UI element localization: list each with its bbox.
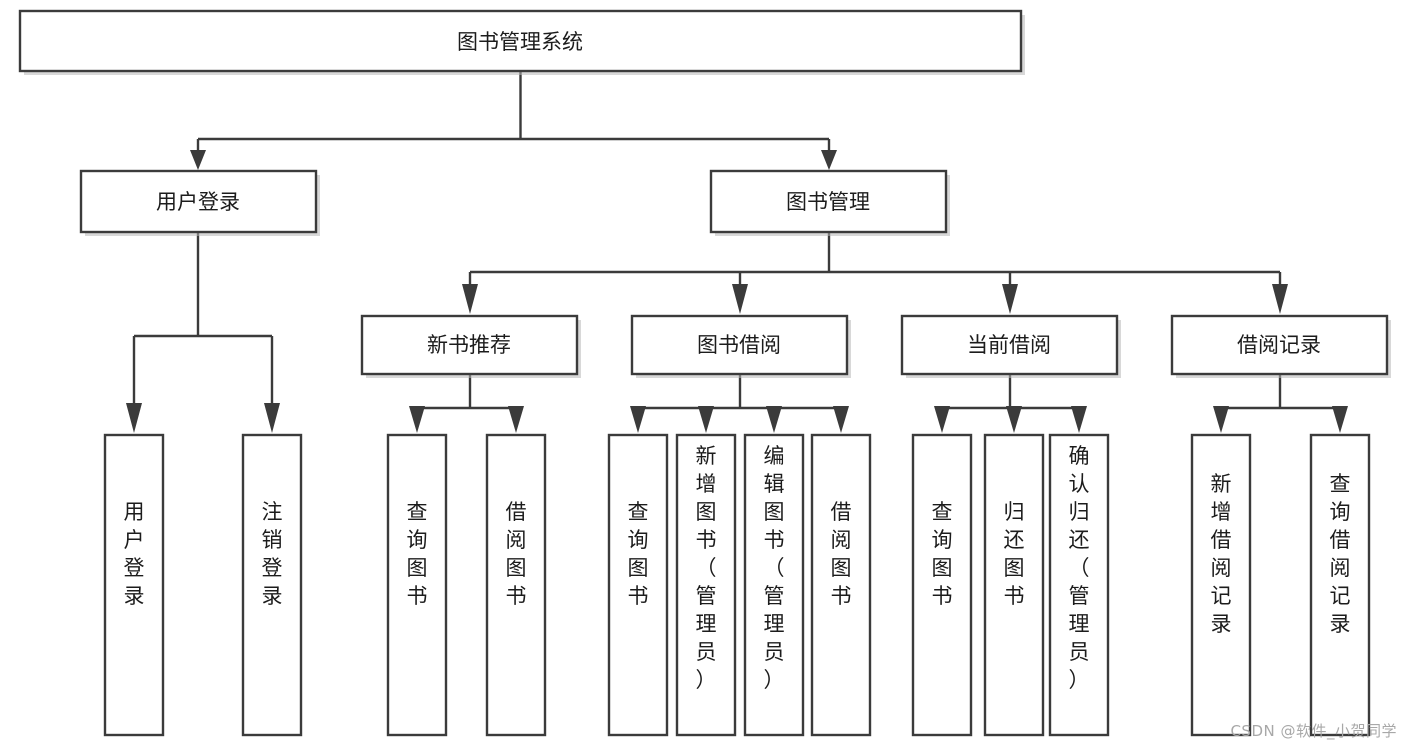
- nodes-group: 图书管理系统 用户登录 图书管理 新书推荐 图书: [18, 9, 1391, 737]
- arrowhead-user-login: [190, 150, 206, 170]
- leaf-user-login-box: [103, 433, 165, 737]
- leaf-query-book-2-box: [607, 433, 669, 737]
- leaf-edit-book-box: [743, 433, 805, 737]
- arrowhead-leaf-add-book: [698, 406, 714, 433]
- root-box: [18, 9, 1023, 73]
- csdn-watermark: CSDN @软件_小贺同学: [1230, 722, 1397, 740]
- current-borrow-box: [900, 314, 1119, 376]
- new-book-rec-label: 新书推荐: [427, 333, 511, 357]
- current-borrow-label: 当前借阅: [967, 333, 1051, 357]
- arrowhead-borrowrecord: [1272, 284, 1288, 314]
- leaf-confirm-return-label: 确认归还（管理员）: [1069, 444, 1090, 692]
- arrowhead-currentborrow: [1002, 284, 1018, 314]
- node-root[interactable]: 图书管理系统: [18, 9, 1025, 75]
- arrowhead-leaf-user-login: [126, 403, 142, 433]
- arrowhead-leaf-query-record: [1332, 406, 1348, 433]
- node-book-borrow[interactable]: 图书借阅: [630, 314, 851, 378]
- arrowhead-leaf-query-book-3: [934, 406, 950, 433]
- arrowhead-newbook: [462, 284, 478, 314]
- node-leaf-user-login[interactable]: 用户登录: [103, 433, 165, 737]
- borrow-record-box: [1170, 314, 1389, 376]
- arrowhead-bookborrow: [732, 284, 748, 314]
- node-new-book-rec[interactable]: 新书推荐: [360, 314, 581, 378]
- leaf-user-logout-label: 注销登录: [262, 500, 283, 608]
- arrowhead-leaf-return-book: [1006, 406, 1022, 433]
- node-leaf-confirm-return[interactable]: 确认归还（管理员）: [1048, 433, 1110, 737]
- node-current-borrow[interactable]: 当前借阅: [900, 314, 1121, 378]
- new-book-rec-box: [360, 314, 579, 376]
- leaf-query-record-label: 查询借阅记录: [1330, 472, 1351, 636]
- leaf-add-book-box: [675, 433, 737, 737]
- node-leaf-query-record[interactable]: 查询借阅记录: [1309, 433, 1371, 737]
- arrowhead-leaf-confirm-return: [1071, 406, 1087, 433]
- node-leaf-add-record[interactable]: 新增借阅记录: [1190, 433, 1252, 737]
- leaf-query-book-1-box: [386, 433, 448, 737]
- arrowhead-book-manage: [821, 150, 837, 170]
- leaf-return-book-box: [983, 433, 1045, 737]
- arrowhead-leaf-query-book-2: [630, 406, 646, 433]
- leaf-user-logout-box: [241, 433, 303, 737]
- edges-group: [126, 71, 1348, 433]
- user-login-box: [79, 169, 318, 234]
- node-leaf-return-book[interactable]: 归还图书: [983, 433, 1045, 737]
- node-leaf-query-book-1[interactable]: 查询图书: [386, 433, 448, 737]
- root-label: 图书管理系统: [457, 30, 583, 54]
- arrowhead-leaf-borrow-book-2: [833, 406, 849, 433]
- node-user-login[interactable]: 用户登录: [79, 169, 320, 236]
- leaf-query-book-3-label: 查询图书: [932, 500, 953, 608]
- node-leaf-user-logout[interactable]: 注销登录: [241, 433, 303, 737]
- arrowhead-leaf-add-record: [1213, 406, 1229, 433]
- leaf-add-record-box: [1190, 433, 1252, 737]
- leaf-edit-book-label: 编辑图书（管理员）: [764, 444, 785, 692]
- node-leaf-edit-book[interactable]: 编辑图书（管理员）: [743, 433, 805, 737]
- leaf-query-book-2-label: 查询图书: [628, 500, 649, 608]
- leaf-borrow-book-2-box: [810, 433, 872, 737]
- leaf-query-record-box: [1309, 433, 1371, 737]
- book-manage-box: [709, 169, 948, 234]
- leaf-add-record-label: 新增借阅记录: [1211, 472, 1232, 636]
- node-leaf-query-book-3[interactable]: 查询图书: [911, 433, 973, 737]
- node-leaf-borrow-book-1[interactable]: 借阅图书: [485, 433, 547, 737]
- leaf-query-book-1-label: 查询图书: [407, 500, 428, 608]
- node-book-manage[interactable]: 图书管理: [709, 169, 950, 236]
- leaf-add-book-label: 新增图书（管理员）: [696, 444, 717, 692]
- node-leaf-add-book[interactable]: 新增图书（管理员）: [675, 433, 737, 737]
- leaf-borrow-book-2-label: 借阅图书: [831, 500, 852, 608]
- book-borrow-label: 图书借阅: [697, 333, 781, 357]
- arrowhead-leaf-query-book-1: [409, 406, 425, 433]
- book-manage-label: 图书管理: [786, 190, 870, 214]
- arrowhead-leaf-user-logout: [264, 403, 280, 433]
- node-leaf-borrow-book-2[interactable]: 借阅图书: [810, 433, 872, 737]
- user-login-label: 用户登录: [156, 190, 240, 214]
- leaf-return-book-label: 归还图书: [1004, 500, 1025, 608]
- borrow-record-label: 借阅记录: [1237, 333, 1321, 357]
- leaf-borrow-book-1-box: [485, 433, 547, 737]
- node-leaf-query-book-2[interactable]: 查询图书: [607, 433, 669, 737]
- book-borrow-box: [630, 314, 849, 376]
- arrowhead-leaf-edit-book: [766, 406, 782, 433]
- leaf-query-book-3-box: [911, 433, 973, 737]
- node-borrow-record[interactable]: 借阅记录: [1170, 314, 1391, 378]
- leaf-borrow-book-1-label: 借阅图书: [506, 500, 527, 608]
- arrowhead-leaf-borrow-book-1: [508, 406, 524, 433]
- leaf-confirm-return-box: [1048, 433, 1110, 737]
- leaf-user-login-label: 用户登录: [124, 500, 145, 608]
